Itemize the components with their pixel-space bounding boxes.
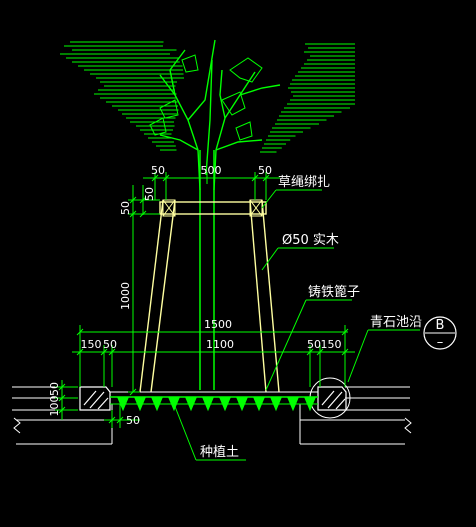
bluestone-curb-left [79, 386, 111, 411]
dim-500-top: 500 [201, 164, 222, 177]
dim-150-left: 150 [81, 338, 102, 351]
dim-50-top-left: 50 [151, 164, 165, 177]
dim-1100: 1100 [206, 338, 234, 351]
ground-lines [12, 386, 412, 445]
straw-rope-binding [162, 199, 263, 217]
label-cast-iron-grate: 铸铁篦子 [308, 284, 360, 300]
section-marker-letter: B [436, 318, 445, 333]
dim-50-vert-b: 50 [143, 187, 156, 201]
tree-leaves [149, 54, 263, 141]
tree-trunk [199, 150, 215, 390]
dim-150-right: 150 [321, 338, 342, 351]
dim-50-right: 50 [307, 338, 321, 351]
curb-detail-circle [309, 377, 351, 419]
dim-1000-vert: 1000 [119, 282, 132, 310]
tree-canopy [60, 41, 355, 153]
section-marker: B – [423, 316, 457, 350]
tree-branches [159, 39, 281, 191]
cast-iron-grate [110, 391, 318, 412]
dim-100-base-vert: 100 [48, 396, 61, 417]
label-straw-rope: 草绳绑扎 [278, 175, 330, 190]
support-stakes [139, 199, 280, 393]
dim-50-vert-a: 50 [119, 201, 132, 215]
dim-50-top-right: 50 [258, 164, 272, 177]
label-bluestone-curb: 青石池沿 [370, 315, 422, 330]
dim-1500: 1500 [204, 318, 232, 331]
label-solid-wood: Ø50 实木 [282, 233, 339, 248]
dimension-lines [55, 172, 355, 428]
label-planting-soil: 种植土 [200, 445, 239, 460]
bluestone-curb-right [317, 386, 347, 411]
leader-lines [173, 189, 420, 461]
dim-50-left: 50 [103, 338, 117, 351]
dim-50-bottom: 50 [126, 414, 140, 427]
dim-50-base-vert: 50 [48, 382, 61, 396]
section-marker-sub: – [437, 335, 444, 350]
